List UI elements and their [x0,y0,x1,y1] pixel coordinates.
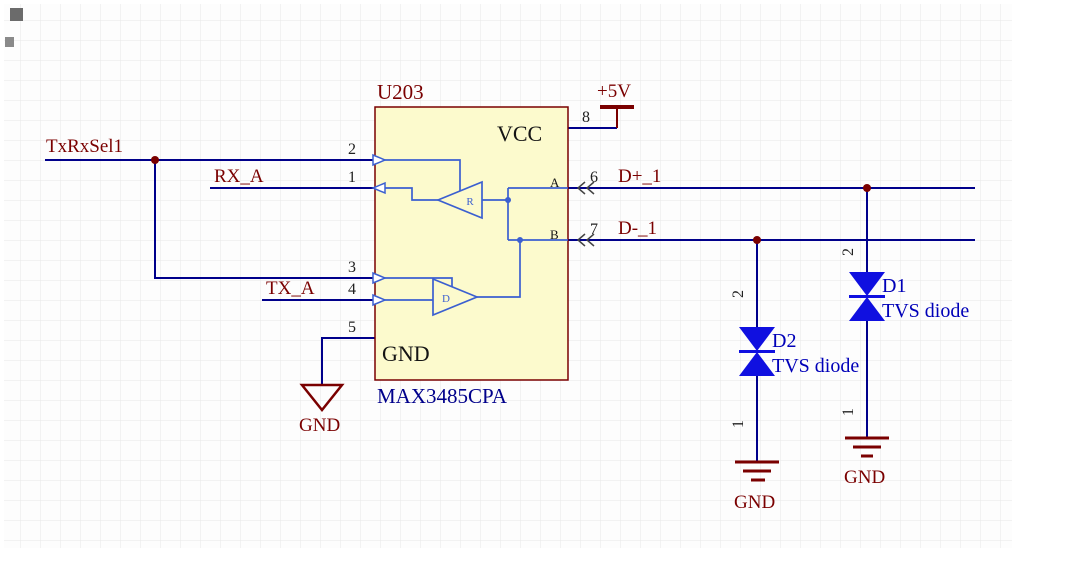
chip-internal-wire-r-out [375,187,438,201]
margin [0,548,1080,561]
d1-designator[interactable]: D1 [882,275,906,297]
d1-top-triangle-icon [849,272,885,296]
d2-bottom-triangle-icon [739,352,775,376]
chip-body-u203[interactable] [374,106,569,381]
receiver-label: R [466,196,474,208]
gnd-earth-symbol-d1[interactable] [845,436,889,458]
internal-junction-dot [517,237,523,243]
net-label-d-plus[interactable]: D+_1 [618,166,661,187]
chip-internal-wire-enable-d [375,277,453,287]
internal-junction-dot [505,197,511,203]
wire-gnd-pin5[interactable] [321,337,375,385]
screen-artifact [5,37,14,47]
driver-triangle [432,277,480,317]
tvs-diode-d2[interactable] [739,327,775,376]
pin-number-8: 8 [582,109,590,126]
gnd-triangle-icon[interactable] [299,383,345,413]
pin3-input-arrow-icon [372,271,387,285]
d2-pin-2: 2 [730,290,747,298]
chip-designator[interactable]: U203 [377,80,424,104]
pin-number-7: 7 [590,221,598,238]
pin-number-6: 6 [590,169,598,186]
pin-number-4: 4 [348,281,356,298]
wire-txrxsel1-branch[interactable] [154,160,375,279]
chip-internal-wire-enable-r [375,159,461,191]
d1-comment[interactable]: TVS diode [882,300,969,322]
tvs-diode-d1[interactable] [849,272,885,321]
pin-number-5: 5 [348,319,356,336]
margin [0,0,1080,4]
net-label-plus5v[interactable]: +5V [597,81,631,102]
net-label-rx-a[interactable]: RX_A [214,166,264,187]
chip-vcc-pin-name: VCC [497,121,542,146]
chip-port-a-label: A [550,175,560,190]
chip-internal-wire-d-out [477,240,521,298]
margin [0,0,4,561]
d2-designator[interactable]: D2 [772,330,796,352]
chip-gnd-pin-name: GND [382,341,430,366]
pin-number-2: 2 [348,141,356,158]
chip-port-b-label: B [550,227,559,242]
d1-pin-2: 2 [840,248,857,256]
net-label-txrxsel1[interactable]: TxRxSel1 [46,136,123,157]
net-label-gnd-d1[interactable]: GND [844,467,885,488]
d2-pin-1: 1 [730,420,747,428]
junction-dot [863,184,871,192]
d2-top-triangle-icon [739,327,775,351]
pin4-input-arrow-icon [372,293,387,307]
chip-part-number[interactable]: MAX3485CPA [377,384,508,408]
screen-artifact [10,8,23,21]
net-label-gnd-d2[interactable]: GND [734,492,775,513]
pin2-input-arrow-icon [372,153,387,167]
d2-comment[interactable]: TVS diode [772,355,859,377]
d1-bottom-triangle-icon [849,297,885,321]
net-label-gnd-left[interactable]: GND [299,415,340,436]
net-label-tx-a[interactable]: TX_A [266,278,315,299]
pin-number-1: 1 [348,169,356,186]
pin7-bidir-icon [576,233,595,247]
gnd-earth-symbol-d2[interactable] [735,460,779,482]
driver-label: D [442,293,450,305]
net-label-d-minus[interactable]: D-_1 [618,218,657,239]
junction-dot [753,236,761,244]
d1-pin-1: 1 [840,408,857,416]
margin [1012,0,1080,561]
pin-number-3: 3 [348,259,356,276]
junction-dot [151,156,159,164]
pin1-output-arrow-icon [371,181,386,195]
pin6-bidir-icon [576,181,595,195]
